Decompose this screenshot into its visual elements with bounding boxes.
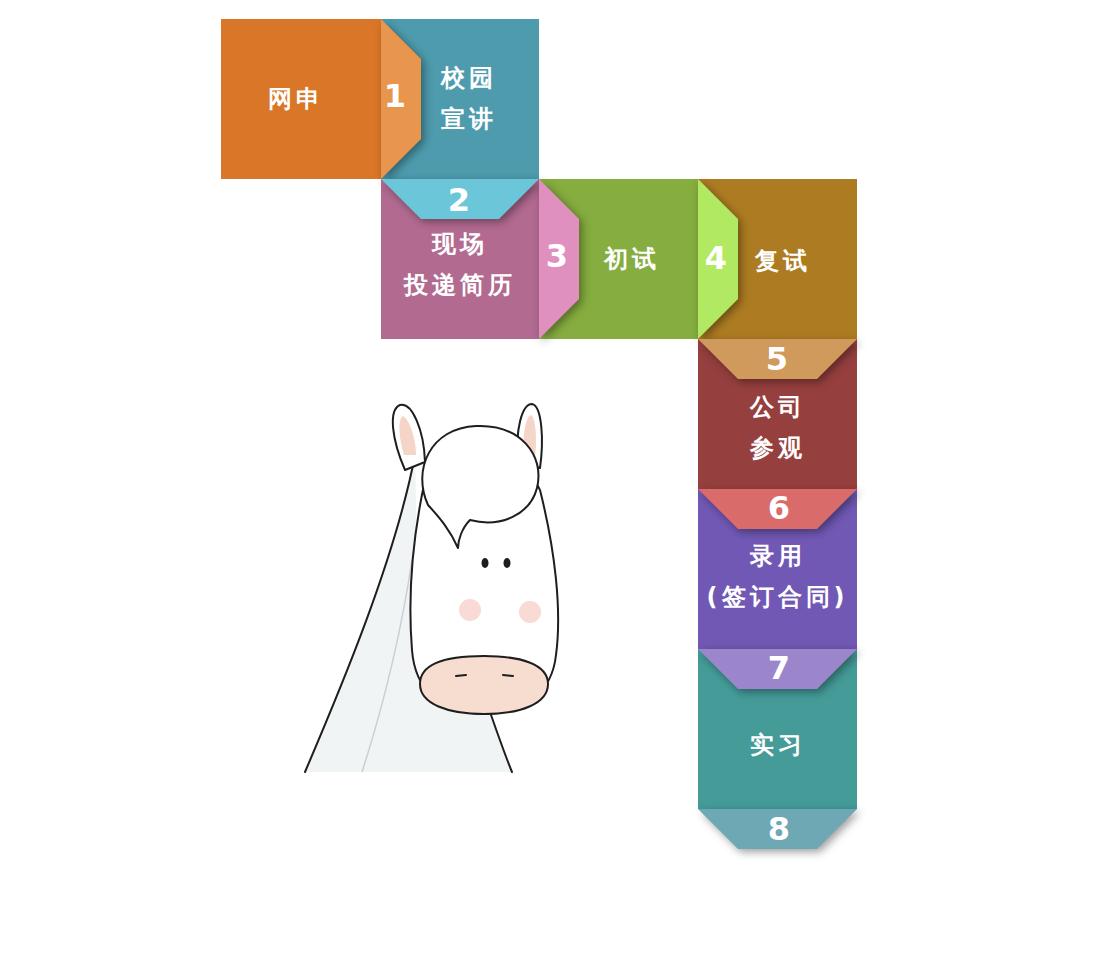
step-tab-shape: [698, 179, 738, 339]
callout-number: 4: [705, 242, 727, 274]
callout-number: 6: [768, 492, 790, 524]
step-text: 公司 参观: [743, 387, 813, 469]
step-text: 实习: [750, 725, 806, 766]
callout-number: 7: [768, 652, 790, 684]
step-text: 校园 宣讲: [434, 58, 504, 140]
step-tab-shape: [381, 19, 421, 179]
step-tab-shape: [381, 179, 539, 219]
callout-number: 1: [384, 80, 406, 112]
step-tab-shape: [539, 179, 579, 339]
step-tab-shape: [698, 809, 857, 849]
step-tab-shape: [698, 489, 857, 529]
step-text: 网申: [268, 79, 324, 120]
callout-number: 3: [546, 240, 568, 272]
callout-number: 5: [766, 343, 788, 375]
callout-number: 2: [448, 184, 470, 216]
process-box: 网申: [221, 19, 381, 179]
step-text: 录用 (签订合同): [700, 536, 855, 618]
step-text: 复试: [755, 241, 811, 282]
callout-number: 8: [768, 813, 790, 845]
step-tab-shape: [698, 339, 857, 379]
step-text: 现场 投递简历: [398, 224, 523, 306]
step-text: 初试: [604, 239, 660, 280]
step-tab-shape: [698, 649, 857, 689]
